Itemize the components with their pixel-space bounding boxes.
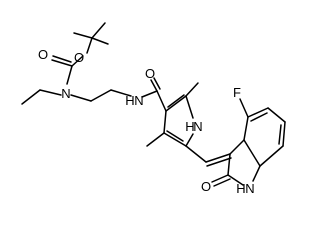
- bond: [150, 79, 158, 92]
- bond: [90, 89, 112, 102]
- atom-label: O: [38, 47, 48, 62]
- atom-label: N: [245, 181, 254, 196]
- bond: [86, 37, 93, 54]
- bond: [52, 55, 72, 63]
- bond: [205, 153, 231, 163]
- bond: [243, 116, 249, 141]
- bond: [185, 82, 199, 97]
- bond: [91, 37, 109, 45]
- bond: [185, 133, 194, 147]
- bond: [165, 95, 187, 112]
- bond: [185, 95, 194, 119]
- bond: [163, 132, 187, 147]
- atom-label: N: [61, 86, 70, 101]
- bond: [239, 98, 249, 118]
- bond: [39, 89, 62, 96]
- bond: [167, 94, 185, 108]
- bond: [163, 110, 167, 134]
- bond: [252, 165, 261, 182]
- molecule-canvas: O O N H N O H N F H N O: [21, 22, 286, 196]
- bond: [70, 94, 92, 102]
- bond: [73, 32, 93, 39]
- bond: [21, 89, 41, 105]
- structure-diagram: O O N H N O H N F H N O: [21, 22, 286, 196]
- bond: [156, 90, 167, 112]
- atom-label: N: [134, 93, 143, 108]
- bond: [213, 178, 231, 187]
- bond: [110, 89, 132, 97]
- bond: [227, 153, 231, 176]
- bond: [247, 107, 269, 118]
- bond: [211, 174, 229, 183]
- bond: [229, 139, 245, 155]
- bond: [278, 124, 282, 145]
- bond: [146, 132, 165, 147]
- atom-label: O: [74, 50, 84, 65]
- bond: [141, 90, 158, 98]
- atom-label-layer: O O N H N O H N F H N O: [38, 47, 255, 196]
- bond: [250, 112, 268, 122]
- atom-label: N: [193, 119, 202, 134]
- bond: [243, 139, 261, 167]
- bond: [66, 65, 73, 85]
- bond: [259, 145, 284, 167]
- bond: [206, 157, 232, 167]
- atom-label: O: [145, 66, 155, 81]
- bond: [71, 55, 84, 67]
- bond: [267, 107, 286, 123]
- bond: [185, 145, 207, 163]
- bond: [153, 77, 161, 90]
- bond: [91, 22, 106, 39]
- bond: [166, 130, 184, 142]
- atom-label: H: [236, 181, 245, 196]
- bond-layer: [21, 22, 286, 187]
- bond: [51, 59, 73, 67]
- bond: [282, 121, 286, 147]
- atom-label: F: [233, 85, 241, 100]
- atom-label: H: [125, 93, 134, 108]
- bond: [227, 174, 244, 186]
- atom-label: O: [201, 179, 211, 194]
- atom-label: H: [185, 119, 194, 134]
